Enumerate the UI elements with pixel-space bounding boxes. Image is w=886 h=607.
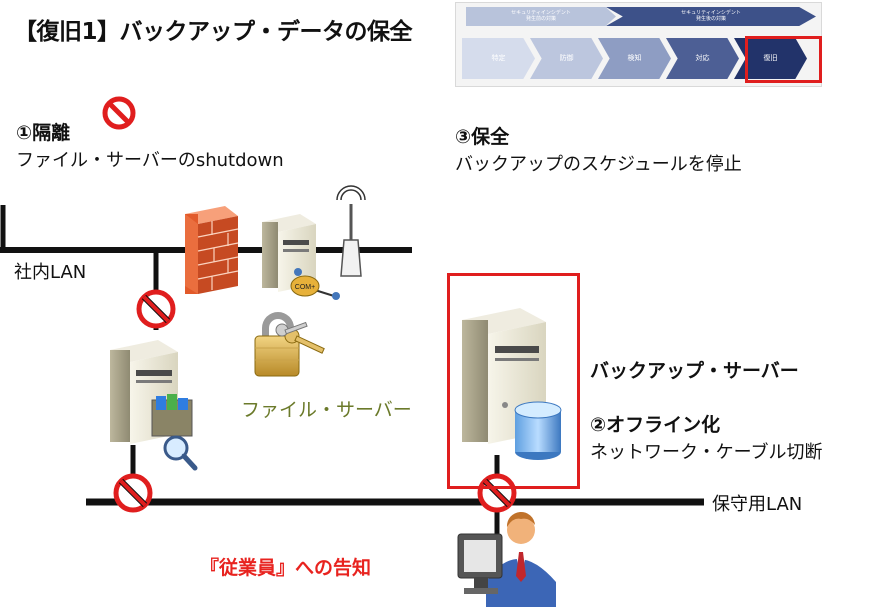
phase-after: セキュリティインシデント 発生後の対策 bbox=[606, 7, 816, 26]
step-respond: 対応 bbox=[666, 38, 739, 79]
backup-server-icon bbox=[462, 308, 546, 444]
step1-heading: ①隔離 bbox=[16, 122, 71, 144]
step-identify: 特定 bbox=[462, 38, 535, 79]
backup-server-highlight bbox=[447, 273, 580, 489]
step3-heading: ③保全 bbox=[455, 126, 510, 148]
prohibited-icon bbox=[477, 473, 517, 513]
backup-server-label: バックアップ・サーバー bbox=[590, 360, 799, 382]
employee-notice: 『従業員』への告知 bbox=[200, 557, 372, 579]
internal-lan-label: 社内LAN bbox=[14, 262, 87, 283]
file-server-icon bbox=[110, 340, 198, 471]
prohibited-icon bbox=[113, 473, 153, 513]
step2-heading: ②オフライン化 bbox=[590, 414, 721, 436]
step-detect: 検知 bbox=[598, 38, 671, 79]
step-protect: 防御 bbox=[530, 38, 603, 79]
backup-lan-label: 保守用LAN bbox=[712, 494, 803, 515]
step1-description: ファイル・サーバーのshutdown bbox=[16, 150, 284, 171]
padlock-keys-icon bbox=[254, 312, 325, 377]
server-icon bbox=[262, 214, 316, 292]
com-plus-badge bbox=[290, 268, 340, 300]
phase-before: セキュリティインシデント 発生前の対策 bbox=[466, 7, 616, 26]
file-server-label: ファイル・サーバー bbox=[241, 399, 412, 421]
com-plus-label: COM+ bbox=[295, 284, 315, 291]
process-banner: セキュリティインシデント 発生前の対策 セキュリティインシデント 発生後の対策 … bbox=[455, 2, 822, 87]
prohibited-icon bbox=[102, 96, 136, 130]
slide-title: 【復旧1】バックアップ・データの保全 bbox=[14, 19, 413, 45]
employee-icon bbox=[457, 511, 556, 607]
step2-description: ネットワーク・ケーブル切断 bbox=[590, 442, 823, 463]
recover-highlight bbox=[745, 36, 822, 83]
firewall-icon bbox=[185, 206, 239, 294]
step3-description: バックアップのスケジュールを停止 bbox=[455, 154, 742, 175]
prohibited-icon bbox=[136, 289, 176, 329]
database-icon bbox=[514, 401, 562, 460]
antenna-icon bbox=[336, 185, 366, 277]
